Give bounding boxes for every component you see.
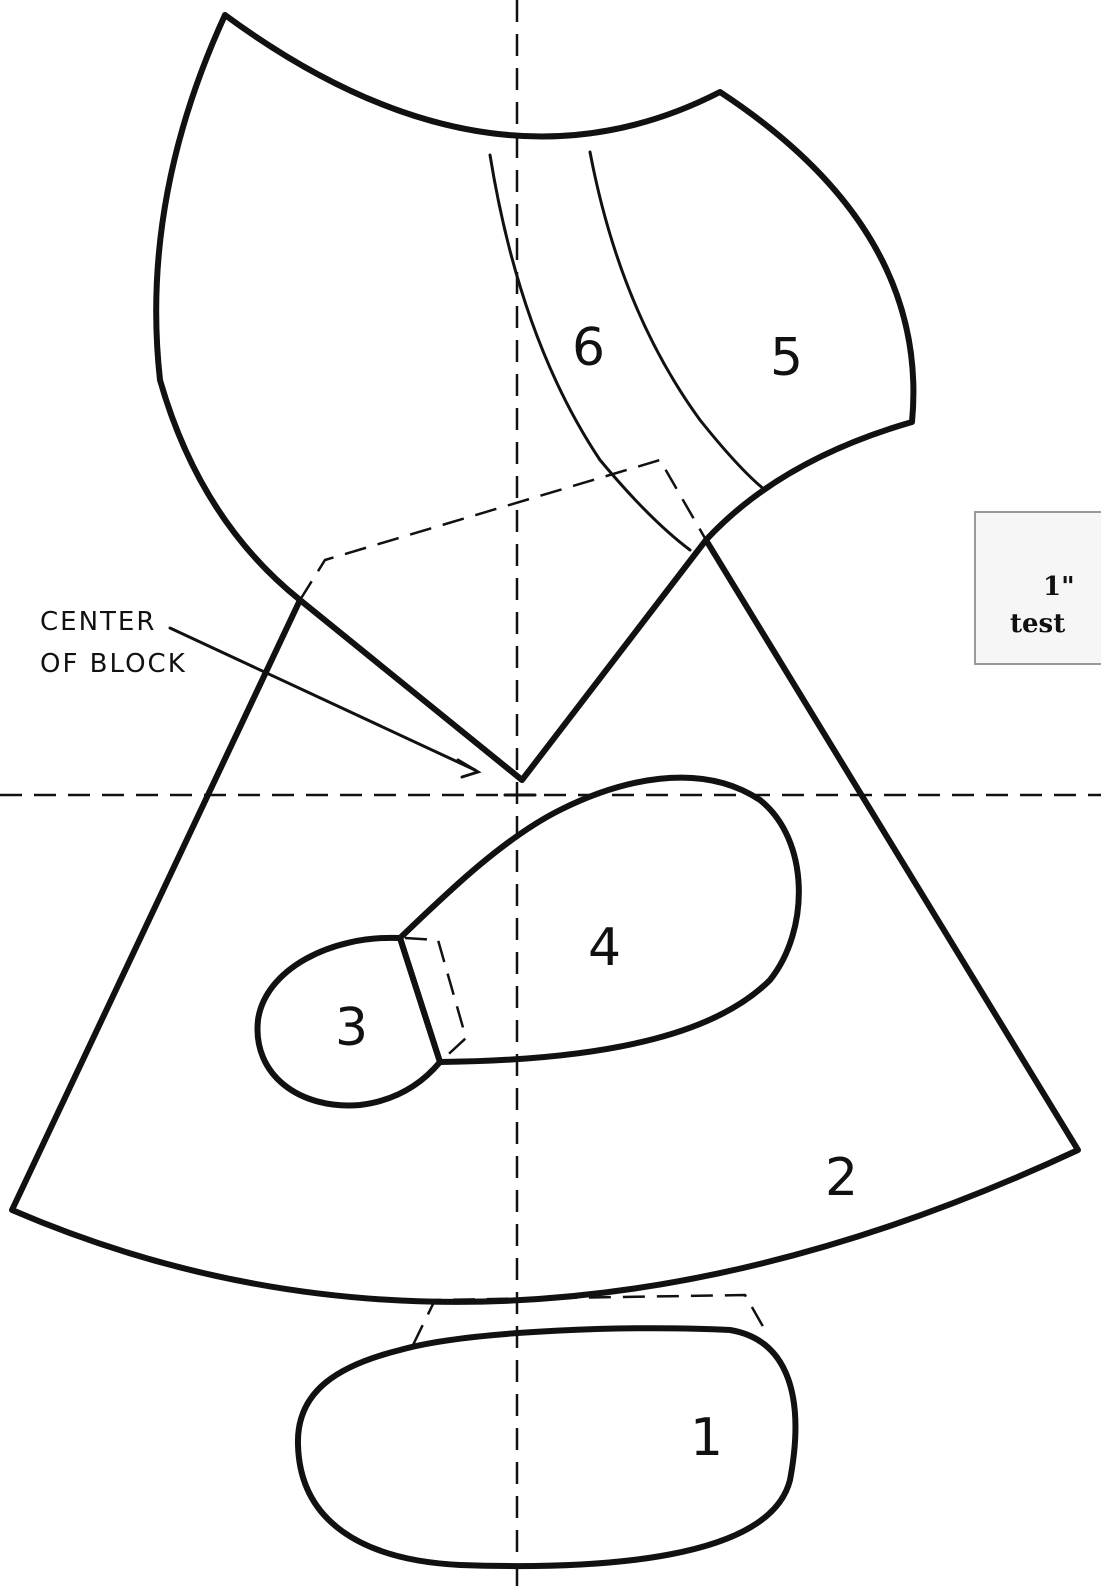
piece-3-label: 3	[335, 998, 368, 1058]
piece-4-label: 4	[588, 918, 621, 978]
test-square-label-line2: test	[1010, 609, 1065, 639]
piece-5-label: 5	[770, 328, 803, 388]
test-square-label-line1: 1"	[1043, 572, 1075, 602]
piece-2-label: 2	[825, 1148, 858, 1208]
center-arrowhead	[456, 758, 482, 779]
hat-band-line-right	[588, 150, 767, 492]
piece-3-underlap-dashed	[404, 936, 468, 1063]
hat-band-line-left	[488, 153, 692, 552]
test-square: 1" test	[974, 511, 1101, 665]
piece-4-sleeve	[397, 774, 802, 1065]
piece-2-dress	[9, 537, 1081, 1305]
piece-1-label: 1	[690, 1408, 723, 1468]
piece-1-shoe	[294, 1325, 799, 1570]
dress-underlap-dashed	[298, 458, 708, 601]
center-arrow	[168, 626, 477, 772]
center-of-block-label-line2: OF BLOCK	[40, 649, 187, 679]
hat-outline	[153, 12, 917, 783]
center-of-block-label-line1: CENTER	[40, 607, 156, 637]
piece-3-hand	[254, 934, 443, 1109]
piece-6-label: 6	[572, 318, 605, 378]
piece-1-underlap-dashed	[411, 1293, 767, 1346]
